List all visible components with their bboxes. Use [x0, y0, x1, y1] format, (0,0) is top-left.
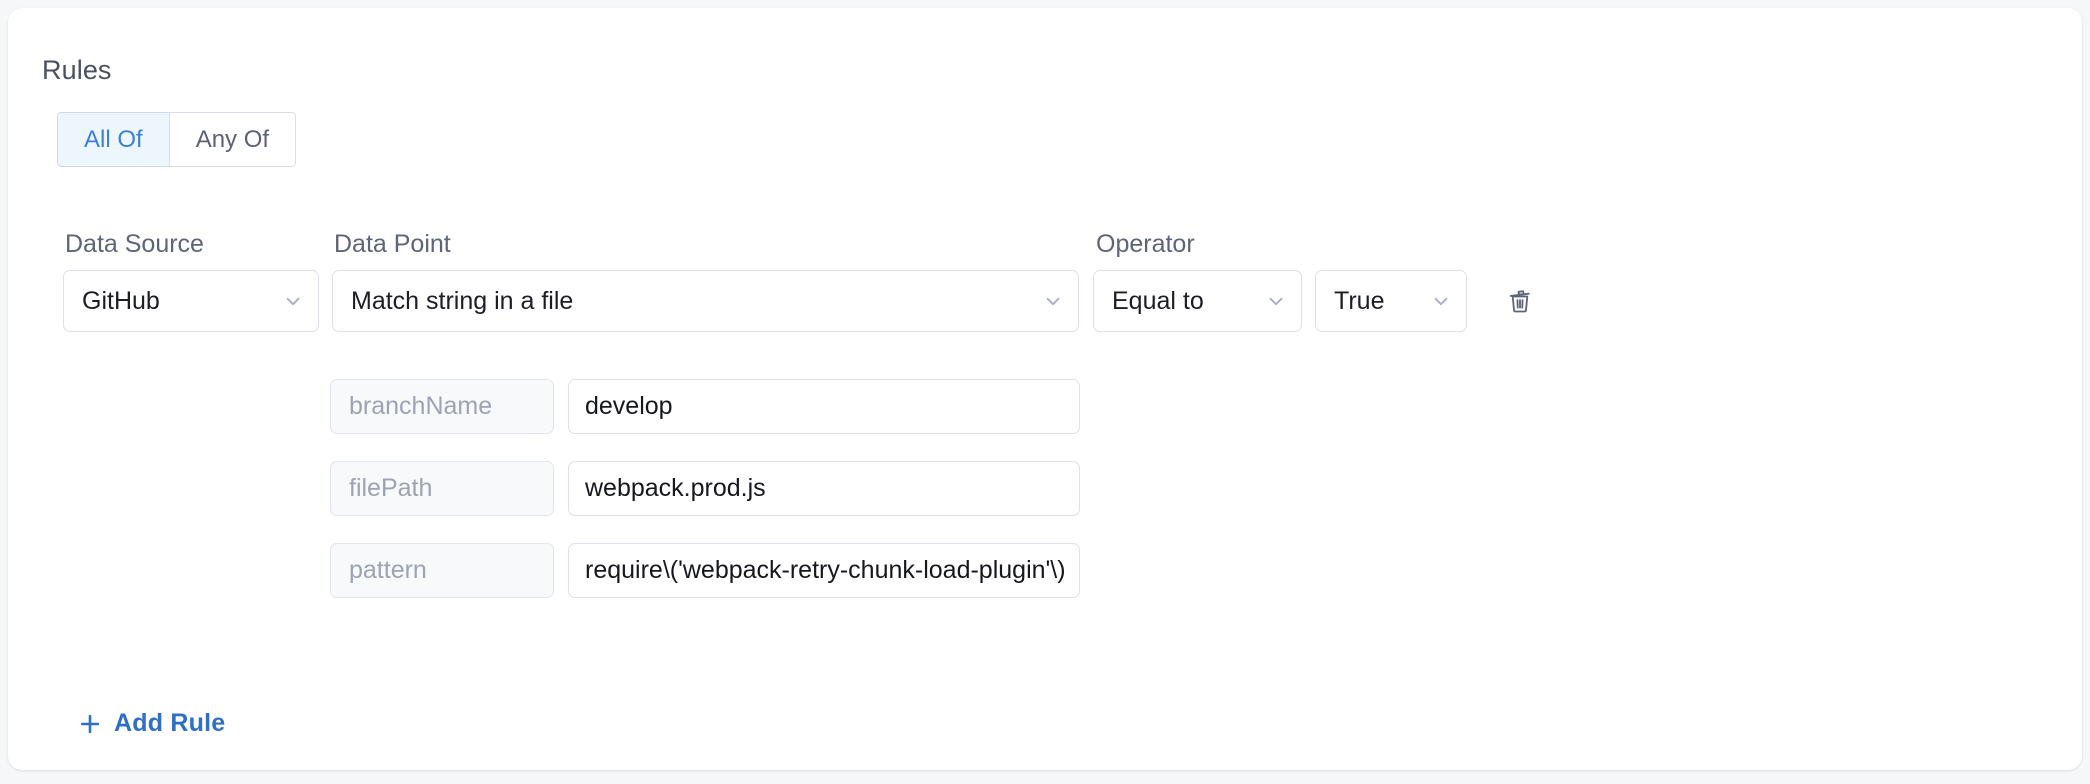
parameter-key-field: branchName	[330, 379, 554, 434]
operator-value-select[interactable]: True	[1315, 270, 1467, 332]
data-point-select[interactable]: Match string in a file	[332, 270, 1079, 332]
operator-value-selected: True	[1334, 288, 1385, 314]
parameter-key-field: pattern	[330, 543, 554, 598]
plus-icon	[80, 714, 100, 733]
match-mode-all-of-button[interactable]: All Of	[57, 112, 169, 167]
parameter-value-input[interactable]: webpack.prod.js	[568, 461, 1080, 516]
chevron-down-icon	[1046, 297, 1060, 306]
parameter-row: pattern require\('webpack-retry-chunk-lo…	[8, 543, 2082, 599]
operator-select[interactable]: Equal to	[1093, 270, 1302, 332]
parameter-row: filePath webpack.prod.js	[8, 461, 2082, 517]
chevron-down-icon	[286, 297, 300, 306]
rule-control-row: GitHub Match string in a file Equal to T…	[8, 270, 2082, 334]
parameter-value-input[interactable]: require\('webpack-retry-chunk-load-plugi…	[568, 543, 1080, 598]
parameter-value-input[interactable]: develop	[568, 379, 1080, 434]
data-point-value: Match string in a file	[351, 288, 574, 314]
chevron-down-icon	[1269, 297, 1283, 306]
parameter-key-field: filePath	[330, 461, 554, 516]
delete-rule-button[interactable]	[1497, 278, 1543, 324]
match-mode-any-of-button[interactable]: Any Of	[168, 112, 297, 167]
add-rule-button[interactable]: Add Rule	[74, 705, 229, 742]
data-source-select[interactable]: GitHub	[63, 270, 319, 332]
operator-value: Equal to	[1112, 288, 1204, 314]
data-source-value: GitHub	[82, 288, 160, 314]
parameter-row: branchName develop	[8, 379, 2082, 435]
data-source-label: Data Source	[65, 230, 204, 258]
operator-label: Operator	[1096, 230, 1195, 258]
page-title: Rules	[42, 55, 112, 85]
rules-card: Rules All Of Any Of Data Source Data Poi…	[8, 8, 2082, 770]
match-mode-toggle-group: All Of Any Of	[57, 112, 297, 167]
chevron-down-icon	[1434, 297, 1448, 306]
trash-icon	[1509, 290, 1530, 313]
data-point-label: Data Point	[334, 230, 451, 258]
add-rule-label: Add Rule	[114, 709, 226, 737]
